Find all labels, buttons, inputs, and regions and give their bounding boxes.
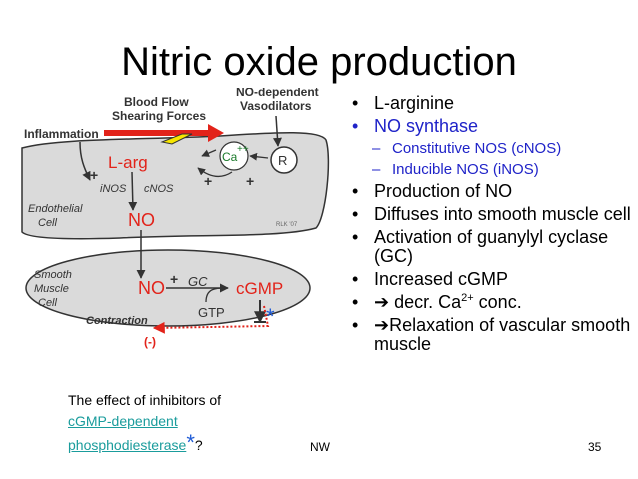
cgmp-dependent-link[interactable]: cGMP-dependent [68, 413, 178, 429]
phosphodiesterase-star: * [266, 304, 275, 329]
shearing-forces-label: Shearing Forces [112, 109, 206, 123]
calcium-superscript: ++ [237, 144, 249, 155]
inos-label: iNOS [100, 183, 127, 195]
bullet-item: •➔ decr. Ca2+ conc. [352, 292, 522, 312]
mechanosensor [160, 133, 193, 145]
receptor-circle [270, 146, 298, 174]
cgmp-label: cGMP [236, 279, 283, 298]
endothelial-label: Endothelial [28, 203, 83, 215]
bullet-item: •L-arginine [352, 93, 455, 113]
phosphodiesterase-link[interactable]: phosphodiesterase [68, 437, 187, 453]
no-dependent-label: NO-dependent [236, 88, 319, 99]
page-number: 35 [588, 440, 602, 454]
bullet-list: •L-arginine •NO synthase –Constitutive N… [352, 94, 638, 358]
minus-label: (-) [144, 335, 156, 349]
larg-label: L-arg [108, 153, 148, 172]
bullet-item: •Diffuses into smooth muscle cell [352, 204, 631, 224]
contraction-label: Contraction [86, 315, 148, 327]
smooth-cell-label: Cell [38, 297, 58, 309]
bullet-item: •Production of NO [352, 181, 513, 201]
signature: RLK '07 [276, 222, 298, 228]
receptor-label: R [278, 153, 287, 168]
endothelial-cell-label: Cell [38, 217, 58, 229]
vasodilators-label: Vasodilators [240, 99, 312, 113]
shear-arrow [104, 124, 224, 142]
gtp-label: GTP [198, 305, 225, 320]
inflammation-label: Inflammation [24, 127, 99, 141]
footer-author: NW [310, 440, 330, 454]
muscle-label: Muscle [34, 283, 69, 295]
calcium-label: Ca [222, 150, 238, 164]
gc-label: GC [188, 274, 208, 289]
bullet-item: •Increased cGMP [352, 269, 509, 289]
bullet-item: •Activation of guanylyl cyclase (GC) [352, 227, 609, 266]
inhibitor-question: The effect of inhibitors of cGMP-depende… [68, 392, 222, 455]
sub-bullet-item: –Constitutive NOS (cNOS) [372, 140, 562, 157]
calcium-circle [219, 141, 249, 171]
no-endothelial: NO [128, 210, 155, 230]
question-star: * [186, 430, 195, 455]
blood-flow-label: Blood Flow [124, 95, 189, 109]
plus-3: + [246, 173, 254, 189]
bullet-item: •➔Relaxation of vascular smooth muscle [352, 315, 631, 354]
plus-4: + [170, 271, 178, 287]
slide-title: Nitric oxide production [121, 40, 517, 84]
smooth-label: Smooth [34, 269, 72, 281]
plus-2: + [204, 173, 212, 189]
sub-bullet-item: –Inducible NOS (iNOS) [372, 161, 539, 178]
nitric-oxide-diagram: Blood Flow Shearing Forces NO-dependent … [21, 88, 330, 349]
cnos-label: cNOS [144, 183, 174, 195]
plus-1: + [90, 167, 98, 183]
bullet-item: •NO synthase [352, 116, 479, 136]
no-smooth-muscle: NO [138, 278, 165, 298]
